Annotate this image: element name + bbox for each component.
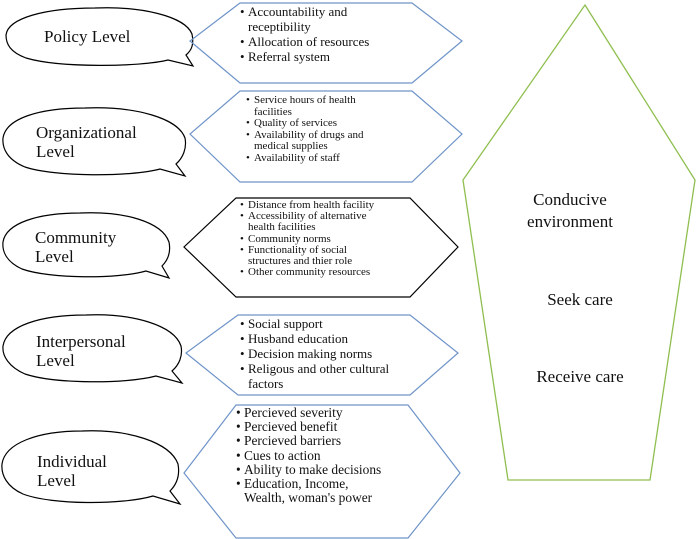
interpersonal-factor-item: Decision making norms (240, 346, 430, 361)
individual-level-bubble (1, 430, 182, 506)
factor-text: Functionality of social (248, 243, 347, 256)
factor-text: Percieved benefit (244, 419, 338, 435)
community-level-label-line-1: Community (35, 228, 117, 247)
factor-text: Social support (248, 316, 323, 331)
factor-text-cont: structures and thier role (248, 255, 353, 268)
interpersonal-level-label-line-1: Interpersonal (36, 332, 126, 351)
organizational-level-label: Organizational Level (36, 123, 137, 161)
community-factors-hexagon (183, 197, 459, 298)
factor-text: Percieved severity (244, 405, 343, 420)
community-factor-item: Other community resources (240, 266, 415, 279)
community-factor-list: Distance from health facility Accessibil… (240, 199, 415, 279)
policy-factor-item: Allocation of resources (240, 34, 430, 49)
interpersonal-level-bubble (2, 314, 184, 385)
community-level-label-line-2: Level (35, 247, 74, 266)
individual-factors-hexagon (183, 404, 461, 539)
policy-level-bubble (5, 7, 195, 67)
factor-text-cont: Wealth, woman's power (244, 490, 373, 506)
outcome-line-1: Conducive (533, 190, 607, 209)
outcome-line-seek-care: Seek care (547, 290, 613, 309)
individual-factor-item: Cues to action (236, 447, 426, 463)
organizational-factors-hexagon (189, 90, 463, 183)
outcome-pentagon (462, 3, 696, 481)
individual-factor-item: Percieved barriers (236, 433, 426, 449)
individual-factor-item: Ability to make decisions (236, 461, 426, 477)
factor-text: Decision making norms (248, 346, 373, 361)
factor-text-cont: receptibility (248, 19, 311, 34)
policy-level-label-line: Policy Level (44, 27, 131, 46)
organizational-level-label-line-1: Organizational (36, 123, 137, 142)
outcome-seek-care: Seek care (510, 289, 650, 311)
community-level-label: Community Level (35, 228, 116, 266)
factor-text-cont: medical supplies (254, 140, 328, 153)
factor-text: Other community resources (248, 266, 371, 279)
organizational-factor-item: Availability of staff (246, 151, 416, 165)
factor-text: Religous and other cultural (248, 361, 390, 376)
interpersonal-factors-hexagon (185, 314, 459, 396)
factor-text: Referral system (248, 49, 330, 64)
factor-text: Husband education (248, 331, 349, 346)
factor-text: Allocation of resources (248, 34, 370, 49)
organizational-factor-item: Quality of services (246, 118, 416, 130)
factor-text-cont: health facilities (248, 221, 316, 234)
factor-text: Cues to action (244, 447, 321, 463)
factor-text: Quality of services (254, 117, 338, 130)
interpersonal-factor-list: Social support Husband education Decisio… (240, 316, 430, 391)
individual-factor-list: Percieved severity Percieved benefit Per… (236, 405, 426, 506)
policy-level-label: Policy Level (44, 27, 130, 46)
outcome-line-receive-care: Receive care (536, 367, 624, 386)
individual-level-label: Individual Level (37, 452, 107, 490)
factor-text: Percieved barriers (244, 433, 342, 449)
interpersonal-level-label-line-2: Level (36, 351, 75, 370)
factor-text: Ability to make decisions (244, 461, 382, 477)
factor-text: Service hours of health (254, 94, 356, 106)
factor-text: Accountability and (248, 4, 348, 19)
interpersonal-factor-item: Husband education (240, 331, 430, 346)
individual-factor-item: Percieved benefit (236, 419, 426, 435)
community-factor-item: Distance from health facility (240, 199, 415, 211)
factor-text: Community norms (248, 232, 331, 245)
organizational-level-label-line-2: Level (36, 142, 75, 161)
community-factor-item: Community norms (240, 232, 415, 245)
policy-factor-item: Referral system (240, 49, 430, 64)
interpersonal-level-label: Interpersonal Level (36, 332, 126, 370)
outcome-conducive-environment: Conducive environment (490, 189, 650, 233)
community-level-bubble (2, 212, 171, 280)
outcome-receive-care: Receive care (500, 366, 660, 388)
organizational-level-bubble (2, 107, 187, 178)
individual-level-label-line-1: Individual (37, 452, 107, 471)
individual-factor-item: Percieved severity (236, 405, 426, 420)
factor-text: Availability of staff (254, 151, 340, 164)
individual-factor-item: Education, Income,Wealth, woman's power (236, 476, 426, 506)
factor-text: Availability of drugs and (254, 128, 364, 141)
outcome-line-2: environment (527, 212, 613, 231)
policy-factors-hexagon (189, 2, 463, 84)
factor-text-cont: facilities (254, 105, 292, 118)
individual-level-label-line-2: Level (37, 471, 76, 490)
factor-text: Distance from health facility (248, 199, 375, 211)
factor-text: Accessibility of alternative (248, 210, 367, 223)
interpersonal-factor-item: Social support (240, 316, 430, 331)
factor-text-cont: factors (248, 376, 284, 391)
factor-text: Education, Income, (244, 476, 349, 492)
